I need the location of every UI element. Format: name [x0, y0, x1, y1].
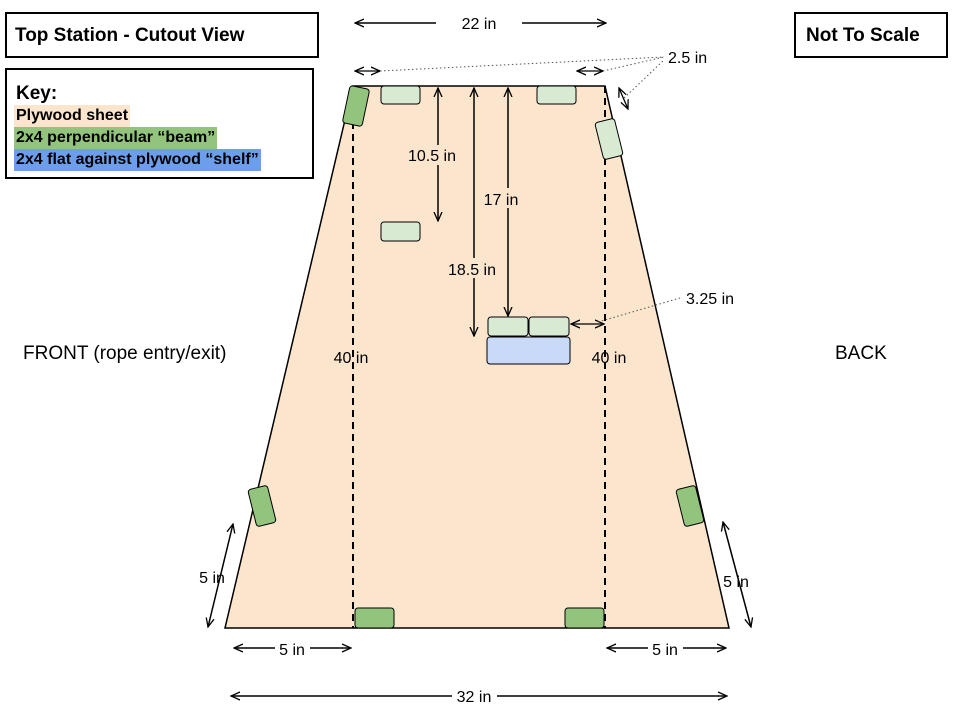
right-length-label: 40 in [592, 350, 627, 367]
title-box: Top Station - Cutout View [5, 12, 319, 58]
top-width-label: 22 in [462, 16, 497, 33]
page-title: Top Station - Cutout View [15, 25, 245, 46]
beam-bottom-right [564, 607, 605, 629]
corner-offset-label: 2.5 in [668, 50, 707, 67]
beam-left-side [247, 485, 277, 527]
right-slant-label: 5 in [723, 574, 749, 591]
shelf-depth-label: 17 in [484, 192, 519, 209]
left-length-label: 40 in [334, 350, 369, 367]
key-item-plywood: Plywood sheet [14, 105, 131, 127]
right-slant-arrow [723, 522, 751, 627]
beam-middle [380, 221, 421, 242]
bottom-left-label: 5 in [279, 642, 305, 659]
corner-offset-leader-3 [623, 59, 665, 99]
corner-offset-arrow-diagonal [619, 88, 628, 109]
beam-top-2 [536, 85, 577, 105]
key-heading: Key: [16, 83, 58, 104]
back-label: BACK [835, 343, 887, 364]
bottom-width-label: 32 in [457, 689, 492, 706]
beam-top-left-corner [342, 85, 370, 127]
beam-top-1 [380, 85, 421, 105]
scale-note-box: Not To Scale [794, 12, 948, 58]
bottom-right-label: 5 in [652, 642, 678, 659]
beam-shelf-support-1 [487, 316, 529, 337]
left-slant-label: 5 in [199, 570, 225, 587]
beam-top-right-corner [594, 118, 624, 160]
shelf [486, 336, 571, 365]
front-label: FRONT (rope entry/exit) [23, 343, 226, 364]
beam-shelf-support-2 [528, 316, 570, 337]
corner-offset-leader-2 [602, 56, 665, 72]
shelf-front-label: 18.5 in [448, 262, 496, 279]
corner-offset-leader-1 [379, 56, 665, 72]
shelf-gap-label: 3.25 in [686, 291, 734, 308]
beam-depth-label: 10.5 in [408, 148, 456, 165]
key-item-beam: 2x4 perpendicular “beam” [14, 127, 218, 149]
left-slant-arrow [208, 524, 233, 627]
scale-note: Not To Scale [806, 25, 920, 46]
key-item-shelf: 2x4 flat against plywood “shelf” [14, 149, 261, 171]
beam-bottom-left [354, 607, 395, 629]
key-legend: Key: Plywood sheet 2x4 perpendicular “be… [5, 68, 314, 179]
beam-right-side [675, 485, 705, 527]
